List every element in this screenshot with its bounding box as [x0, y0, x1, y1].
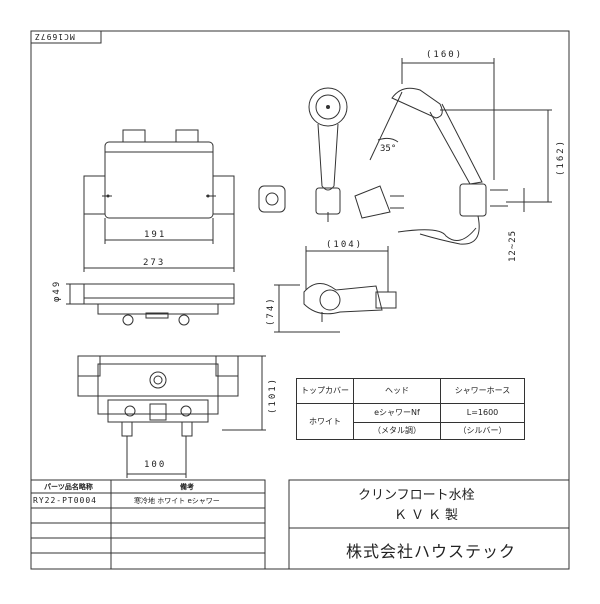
drawing-code: MC1697Z	[34, 32, 75, 41]
spec-header-head: ヘッド	[353, 378, 441, 404]
spec-header-hose: シャワーホース	[440, 378, 525, 404]
dim-101: (101)	[268, 376, 278, 414]
shower-head-front	[308, 87, 348, 222]
spec-value-row: ホワイト eシャワーNf L=1600	[296, 403, 525, 440]
dim-100: 100	[144, 460, 167, 470]
title-block-grid	[288, 479, 570, 570]
dim-273-line	[83, 214, 235, 272]
spec-hose-color: （シルバー）	[440, 422, 525, 440]
spec-value-row-2: （メタル調） （シルバー）	[297, 422, 525, 440]
parts-header-code: パーツ品名略称	[44, 483, 93, 491]
dim-35: 35°	[380, 144, 397, 154]
code-box	[30, 30, 102, 44]
dim-273: 273	[143, 258, 166, 268]
dim-12-25: 12~25	[508, 229, 518, 262]
dim-104: (104)	[326, 240, 364, 250]
spec-header-topcover: トップカバー	[296, 378, 354, 404]
holder-side	[354, 185, 404, 219]
front-view	[83, 129, 235, 219]
dim-191-line	[104, 218, 214, 244]
dim-160-line	[401, 58, 495, 180]
dim-162: (162)	[556, 138, 566, 176]
shower-side	[391, 87, 508, 245]
dim-74: (74)	[266, 296, 276, 326]
spec-head-value: eシャワーNf	[353, 403, 441, 423]
spec-head-finish: （メタル調）	[353, 422, 441, 440]
maker-name: ＫＶＫ製	[394, 508, 463, 523]
sheet-border	[30, 30, 570, 570]
angle-35-lines	[369, 91, 403, 161]
valve-side	[303, 283, 397, 322]
parts-header-note: 備考	[180, 483, 194, 491]
parts-note: 寒冷地 ホワイト eシャワー	[134, 497, 220, 505]
product-name: クリンフロート水栓	[358, 488, 475, 503]
bottom-view	[66, 283, 235, 326]
dim-162-line	[440, 109, 552, 203]
dim-191: 191	[144, 230, 167, 240]
shower-hose	[397, 227, 477, 241]
parts-code: RY22-PT0004	[33, 496, 97, 505]
dim-100-line	[126, 436, 187, 478]
holder-front	[258, 185, 286, 213]
parts-table-grid	[30, 479, 266, 570]
dim-104-line	[305, 246, 389, 292]
dim-74-line	[274, 284, 340, 333]
dim-160: (160)	[426, 50, 464, 60]
spec-table: トップカバー ヘッド シャワーホース ホワイト eシャワーNf L=1600 （…	[296, 378, 525, 440]
dim-49: φ49	[52, 279, 62, 302]
spec-hose-value: L=1600	[440, 403, 525, 423]
rear-view	[77, 355, 266, 437]
spec-header-row: トップカバー ヘッド シャワーホース	[296, 378, 525, 404]
company-name: 株式会社ハウステック	[346, 542, 517, 561]
spec-topcover-value: ホワイト	[296, 403, 354, 440]
